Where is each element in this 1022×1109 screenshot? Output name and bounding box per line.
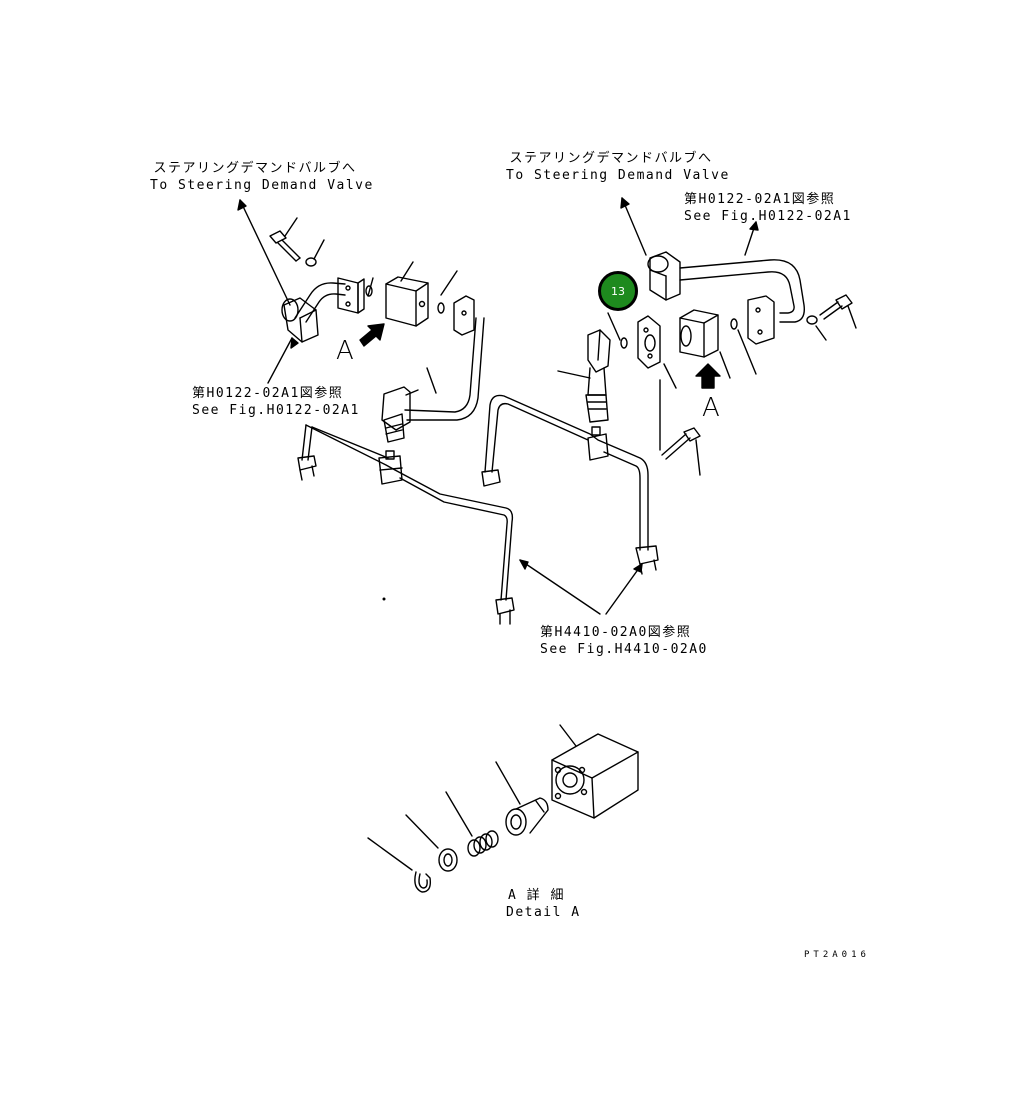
detail-a-assembly <box>367 724 639 893</box>
part-callout-13[interactable]: 13 <box>598 271 638 311</box>
view-a-label-right: A <box>702 393 720 423</box>
right-figure-reference-jp: 第H0122-02A1図参照 <box>684 192 836 207</box>
detail-spring-part <box>445 791 499 857</box>
lower-pipe-assembly <box>297 394 659 625</box>
bolt-part <box>819 294 857 329</box>
detail-snap-ring-part <box>367 837 432 893</box>
view-a-label-left: A <box>336 336 354 366</box>
detail-washer-part <box>405 814 458 872</box>
flange-plate-part <box>637 315 661 369</box>
right-upper-assembly <box>557 197 857 476</box>
left-figure-reference-en: See Fig.H0122-02A1 <box>192 403 360 418</box>
bolt-part <box>269 217 301 262</box>
valve-block-part <box>385 261 429 327</box>
view-arrow-icon <box>695 363 721 389</box>
left-destination-label-jp: ステアリングデマンドバルブへ <box>153 161 357 176</box>
left-upper-assembly <box>237 199 485 443</box>
detail-valve-part <box>495 761 549 836</box>
elbow-fitting-part <box>557 329 611 423</box>
left-figure-reference-jp: 第H0122-02A1図参照 <box>192 386 344 401</box>
bolt-part <box>659 379 701 476</box>
detail-block-part <box>551 724 639 819</box>
view-arrow-icon <box>359 323 385 347</box>
right-destination-label-en: To Steering Demand Valve <box>506 168 730 183</box>
elbow-pipe-part <box>281 277 365 343</box>
detail-title-en: Detail A <box>506 905 581 920</box>
right-figure-reference-en: See Fig.H0122-02A1 <box>684 209 852 224</box>
detail-title-jp: A 詳 細 <box>508 888 565 903</box>
valve-block-part <box>679 309 731 379</box>
drawing-code: PT2A016 <box>804 950 870 960</box>
part-callout-number: 13 <box>611 284 625 298</box>
right-destination-label-jp: ステアリングデマンドバルブへ <box>509 151 713 166</box>
bent-pipe-part <box>381 295 485 443</box>
left-destination-label-en: To Steering Demand Valve <box>150 178 374 193</box>
bottom-figure-reference-jp: 第H4410-02A0図参照 <box>540 625 692 640</box>
bottom-figure-reference-en: See Fig.H4410-02A0 <box>540 642 708 657</box>
loop-pipe-part <box>647 251 805 345</box>
washer-part <box>305 257 317 267</box>
washer-part <box>806 315 818 325</box>
